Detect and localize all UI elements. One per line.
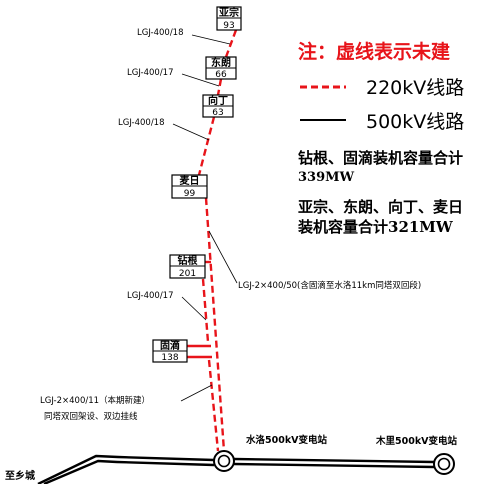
capacity-note-value: 339MW	[298, 170, 355, 185]
line-label-dongwang-xiangding: LGJ-400/17	[127, 68, 174, 78]
station-capacity: 138	[161, 353, 178, 363]
substation-symbol-inner	[437, 457, 451, 471]
station-name: 亚宗	[219, 6, 239, 19]
capacity-notes: 钻根、固滴装机容量合计 339MW 亚宗、东朗、向丁、麦日 装机容量合计321M…	[297, 149, 463, 236]
220kv-line-gudi-shuiluo	[207, 359, 220, 452]
leader-line	[181, 296, 207, 321]
substation-muli: 木里500kV变电站	[375, 435, 458, 475]
leader-line	[191, 34, 231, 45]
station-name: 麦日	[180, 174, 200, 187]
station-name: 固滴	[160, 339, 180, 352]
station-capacity: 66	[215, 70, 227, 80]
station-box-gudi: 固滴 138	[152, 339, 188, 363]
leader-line	[208, 230, 238, 284]
220kv-line-dongwang-xiangding	[216, 78, 223, 96]
substation-symbol	[213, 450, 235, 472]
station-capacity: 93	[223, 21, 234, 31]
220kv-line-mairi-shuiluo	[204, 197, 226, 452]
220kv-lines	[187, 29, 238, 452]
station-name: 东朗	[211, 56, 231, 69]
500kv-line-to-xiangcheng-a	[37, 454, 215, 484]
legend-note: 注：虚线表示未建	[298, 40, 450, 63]
220kv-line-yazong-dongwang	[224, 29, 238, 58]
line-label-mairi-shuiluo: LGJ-2×400/50(含固滴至水洛11km同塔双回段)	[238, 280, 421, 291]
line-label-xiangding-mairi: LGJ-400/18	[118, 118, 165, 128]
legend-220kv-label: 220kV线路	[366, 77, 464, 99]
line-label-yazong-dongwang: LGJ-400/18	[137, 28, 184, 38]
station-capacity: 63	[212, 108, 223, 118]
line-label-gudi-shuiluo: LGJ-2×400/11（本期新建）	[40, 395, 150, 406]
station-box-zuangen: 钻根 201	[169, 254, 206, 279]
station-name: 钻根	[178, 254, 198, 267]
legend: 注：虚线表示未建 220kV线路 500kV线路	[298, 40, 464, 133]
station-box-mairi: 麦日 99	[171, 174, 208, 199]
station-box-dongwang: 东朗 66	[205, 56, 237, 80]
leader-line	[172, 123, 210, 141]
station-name: 向丁	[208, 94, 228, 107]
station-capacity: 99	[184, 189, 196, 199]
legend-500kv-label: 500kV线路	[366, 111, 464, 133]
capacity-note-line: 装机容量合计321MW	[297, 218, 454, 236]
500kv-lines	[37, 454, 435, 484]
line-label-zuangen-gudi: LGJ-400/17	[127, 291, 174, 301]
leader-line	[180, 384, 213, 402]
500kv-line-shuiluo-muli-a	[233, 457, 435, 464]
leader-line	[181, 73, 220, 87]
substation-label: 水洛500kV变电站	[246, 434, 328, 446]
substation-shuiluo: 水洛500kV变电站	[213, 434, 328, 472]
station-box-xiangding: 向丁 63	[202, 94, 234, 118]
station-capacity: 201	[179, 269, 196, 279]
destination-label: 至乡城	[5, 469, 35, 482]
line-label-gudi-shuiluo-note: 同塔双回架设、双边挂线	[44, 411, 138, 422]
500kv-line-to-xiangcheng-b	[43, 459, 215, 484]
capacity-note-line: 亚宗、东朗、向丁、麦日	[298, 198, 463, 216]
220kv-line-zuangen-gudi	[201, 278, 210, 343]
label-leaders	[172, 34, 238, 402]
substation-symbol	[433, 453, 455, 475]
substation-label: 木里500kV变电站	[375, 435, 458, 447]
station-box-yazong: 亚宗 93	[216, 6, 242, 31]
220kv-line-xiangding-mairi	[197, 116, 216, 176]
substation-symbol-inner	[217, 454, 231, 468]
500kv-line-shuiluo-muli-b	[233, 462, 435, 469]
capacity-note-line: 钻根、固滴装机容量合计	[298, 149, 463, 167]
